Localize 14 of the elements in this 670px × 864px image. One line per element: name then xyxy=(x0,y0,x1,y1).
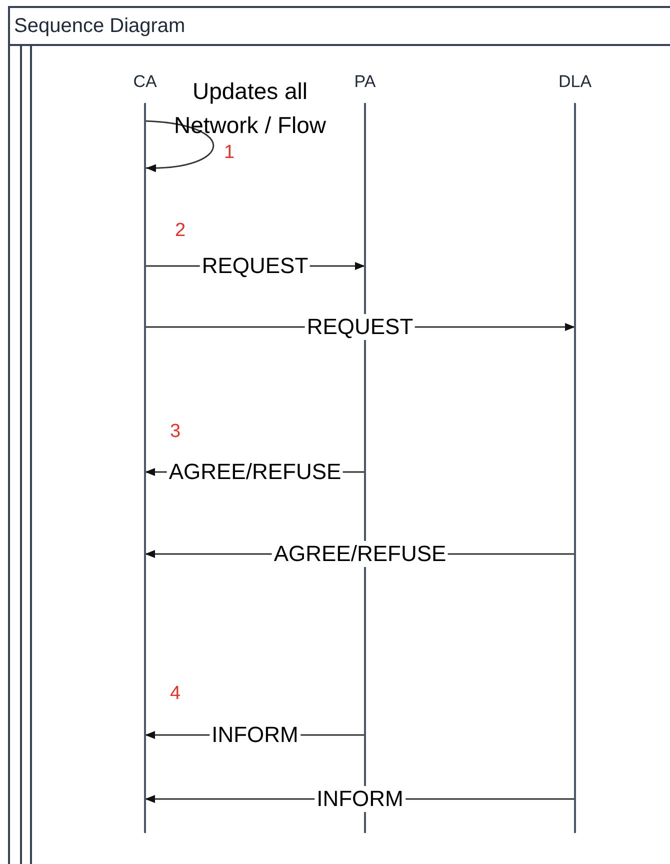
lifeline-label: PA xyxy=(354,71,376,93)
frame-box xyxy=(8,6,670,864)
self-message-arrow xyxy=(144,120,214,172)
message-label: Updates all Network / Flow xyxy=(172,77,328,140)
callout-number: 4 xyxy=(170,683,181,705)
message-label: INFORM xyxy=(314,786,406,812)
lifeline-label: CA xyxy=(133,71,157,93)
callout-number: 2 xyxy=(175,220,186,242)
lifeline-label: DLA xyxy=(558,71,592,93)
callout-number: 3 xyxy=(170,421,181,443)
message-label: REQUEST xyxy=(304,314,416,340)
message-label: AGREE/REFUSE xyxy=(272,541,448,567)
frame-title: Sequence Diagram xyxy=(14,14,186,39)
callout-number: 1 xyxy=(224,142,235,164)
